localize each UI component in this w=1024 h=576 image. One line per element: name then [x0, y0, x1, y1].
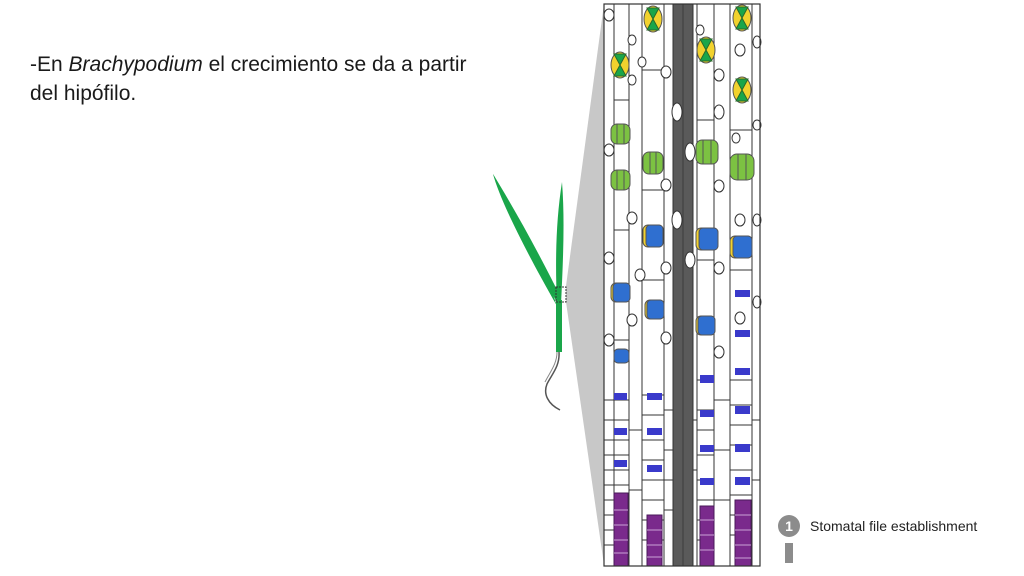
seedling-leaf-left-body [493, 174, 557, 306]
stage-number-badge: 1 [778, 515, 800, 537]
developing-stomata [610, 123, 755, 191]
stage-legend: 1 Stomatal file establishment [778, 515, 1018, 565]
basal-cell-walls [614, 509, 751, 559]
seedling-root [544, 351, 561, 411]
seedling-stem [556, 300, 562, 352]
panel-border [603, 3, 761, 567]
epidermis-panel [603, 3, 762, 567]
species-name: Brachypodium [68, 53, 203, 76]
cell-file-lines [613, 4, 753, 566]
stage-label: Stomatal file establishment [810, 518, 978, 534]
pavement-cell-ovals [603, 8, 762, 359]
guard-mother-cells [610, 224, 753, 364]
zoom-box [555, 286, 567, 303]
seedling-leaf-right [556, 182, 564, 305]
stomatal-precursor-stripes [614, 290, 750, 485]
seedling-illustration [493, 174, 567, 411]
text-prefix: -En [30, 53, 69, 76]
text-suffix: el crecimiento se da a partir del hipófi… [30, 53, 467, 105]
slide-body-text: -En Brachypodium el crecimiento se da a … [30, 50, 470, 108]
stage-indicator-bar [785, 543, 793, 563]
mature-stomata [610, 4, 752, 104]
seedling-root-inner [544, 351, 558, 383]
callout-wedge [566, 4, 604, 565]
